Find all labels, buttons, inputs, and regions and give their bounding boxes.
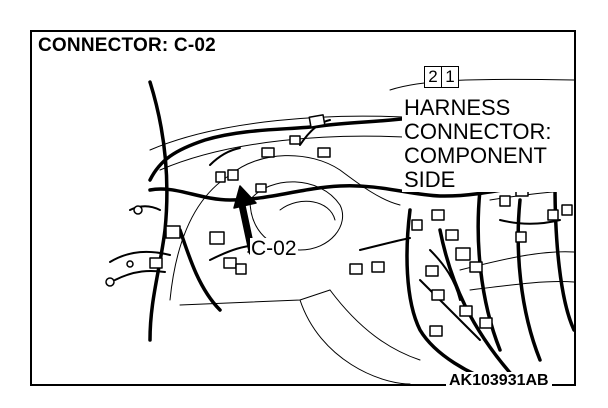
pin-number: 2 xyxy=(425,67,442,87)
connector-pin-layout: 2 1 xyxy=(424,66,459,88)
callout-line: HARNESS xyxy=(404,95,511,120)
connector-label: C-02 xyxy=(250,237,298,260)
callout-line: COMPONENT xyxy=(404,143,547,168)
figure-id: AK103931AB xyxy=(446,372,552,390)
harness-connector-callout: HARNESS CONNECTOR: COMPONENT SIDE xyxy=(402,96,574,192)
branch-wires xyxy=(109,119,561,341)
diagram-title: CONNECTOR: C-02 xyxy=(38,35,216,56)
pin-number: 1 xyxy=(445,67,455,86)
callout-line: CONNECTOR: xyxy=(404,119,552,144)
callout-line: SIDE xyxy=(404,167,456,192)
